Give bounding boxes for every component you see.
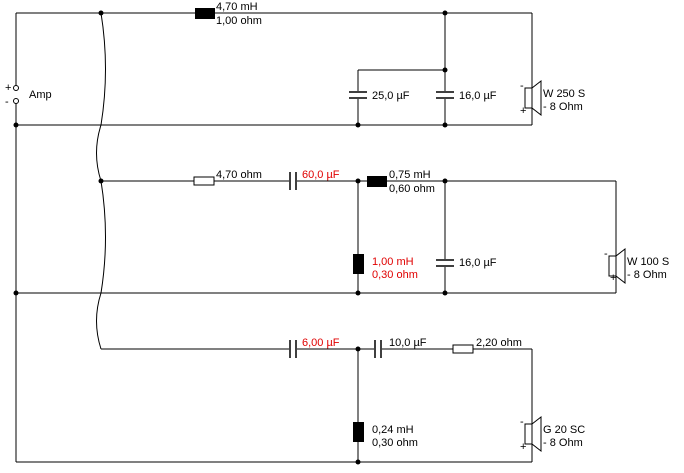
tweeter-shunt-inductor-resistance: 0,30 ohm [372, 437, 418, 449]
woofer-capacitor-25uf [349, 70, 367, 125]
mid-shunt-inductor-resistance: 0,30 ohm [372, 269, 418, 281]
junction [355, 122, 361, 128]
amp-plus-terminal [13, 85, 19, 91]
junction [355, 290, 361, 296]
woofer-speaker-name: W 250 S [543, 88, 585, 100]
mid-series-inductor-resistance: 0,60 ohm [389, 183, 435, 195]
mid-speaker-plus: + [610, 272, 616, 284]
tweeter-speaker-plus: + [520, 441, 526, 453]
junction [13, 290, 19, 296]
amp-input: + - Amp [5, 13, 52, 462]
tweeter-shunt-inductor-value: 0,24 mH [372, 424, 414, 436]
mid-shunt-inductor [353, 254, 364, 274]
mid-speaker-minus: - [604, 248, 608, 260]
mid-speaker-name: W 100 S [627, 256, 669, 268]
tweeter-speaker-icon [524, 415, 542, 453]
amp-minus-terminal [13, 98, 19, 104]
tweeter-shunt-inductor [353, 422, 364, 442]
mid-series-resistor [193, 176, 215, 186]
junction [355, 459, 361, 465]
woofer-speaker-minus: - [520, 80, 524, 92]
mid-shunt-cap-value: 16,0 µF [459, 257, 497, 269]
woofer-cap1-value: 25,0 µF [372, 90, 410, 102]
mid-branch: 4,70 ohm 60,0 µF 0,75 mH 0,60 ohm 1,00 m… [101, 169, 669, 296]
tweeter-branch: 6,00 µF 10,0 µF 2,20 ohm 0,24 mH 0,30 oh… [101, 337, 585, 465]
tweeter-cap1-value: 6,00 µF [302, 337, 340, 349]
tweeter-capacitor-1 [289, 340, 297, 358]
junction [442, 290, 448, 296]
woofer-cap2-value: 16,0 µF [459, 90, 497, 102]
tweeter-series-resistor [452, 344, 474, 354]
woofer-inductor-resistance: 1,00 ohm [216, 15, 262, 27]
mid-speaker-impedance: - 8 Ohm [627, 269, 667, 281]
tweeter-cap2-value: 10,0 µF [389, 337, 427, 349]
tweeter-speaker-minus: - [520, 416, 524, 428]
junction [13, 122, 19, 128]
mid-cap-series-value: 60,0 µF [302, 169, 340, 181]
tweeter-speaker-impedance: - 8 Ohm [543, 437, 583, 449]
amp-label: Amp [29, 89, 52, 101]
tweeter-capacitor-2 [374, 340, 382, 358]
tweeter-speaker-name: G 20 SC [543, 424, 585, 436]
mid-speaker-icon [608, 247, 626, 285]
tweeter-resistor-value: 2,20 ohm [476, 337, 522, 349]
mid-shunt-inductor-value: 1,00 mH [372, 256, 414, 268]
woofer-speaker-impedance: - 8 Ohm [543, 101, 583, 113]
woofer-speaker-icon [524, 79, 542, 117]
woofer-speaker-plus: + [520, 105, 526, 117]
amp-minus-sign: - [5, 96, 9, 108]
woofer-capacitor-16uf [436, 91, 454, 125]
junction [442, 122, 448, 128]
mid-series-inductor-value: 0,75 mH [389, 169, 431, 181]
mid-resistor-value: 4,70 ohm [216, 169, 262, 181]
junction [442, 67, 448, 73]
woofer-branch: 4,70 mH 1,00 ohm 25,0 µF 16,0 µF [16, 1, 585, 128]
mid-series-capacitor [289, 172, 297, 190]
mid-series-inductor [367, 176, 387, 187]
woofer-series-inductor [195, 8, 215, 19]
mid-shunt-capacitor [436, 259, 454, 267]
woofer-inductor-value: 4,70 mH [216, 1, 258, 13]
amp-plus-sign: + [5, 82, 11, 94]
